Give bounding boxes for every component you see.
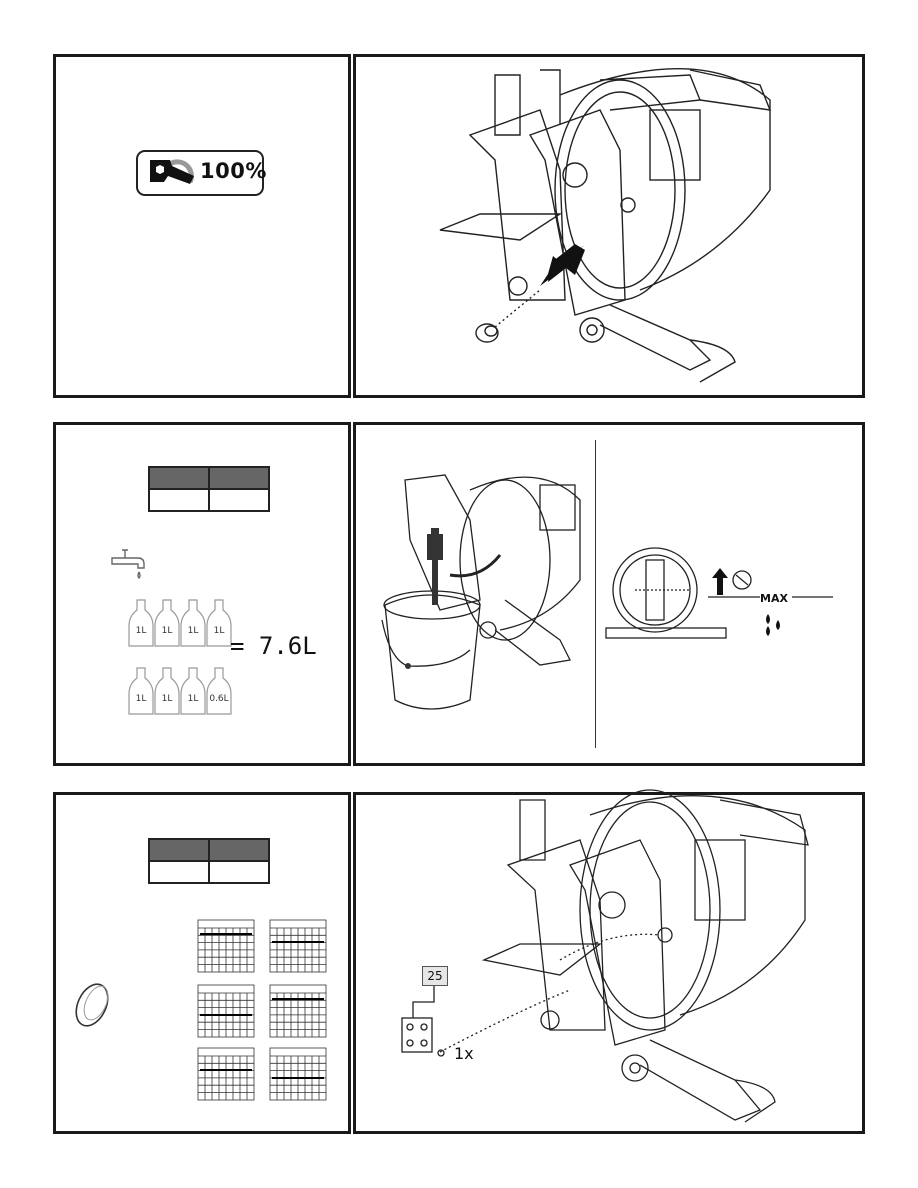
part-number-badge: 25: [422, 966, 448, 986]
part-quantity: 1x: [454, 1044, 474, 1063]
